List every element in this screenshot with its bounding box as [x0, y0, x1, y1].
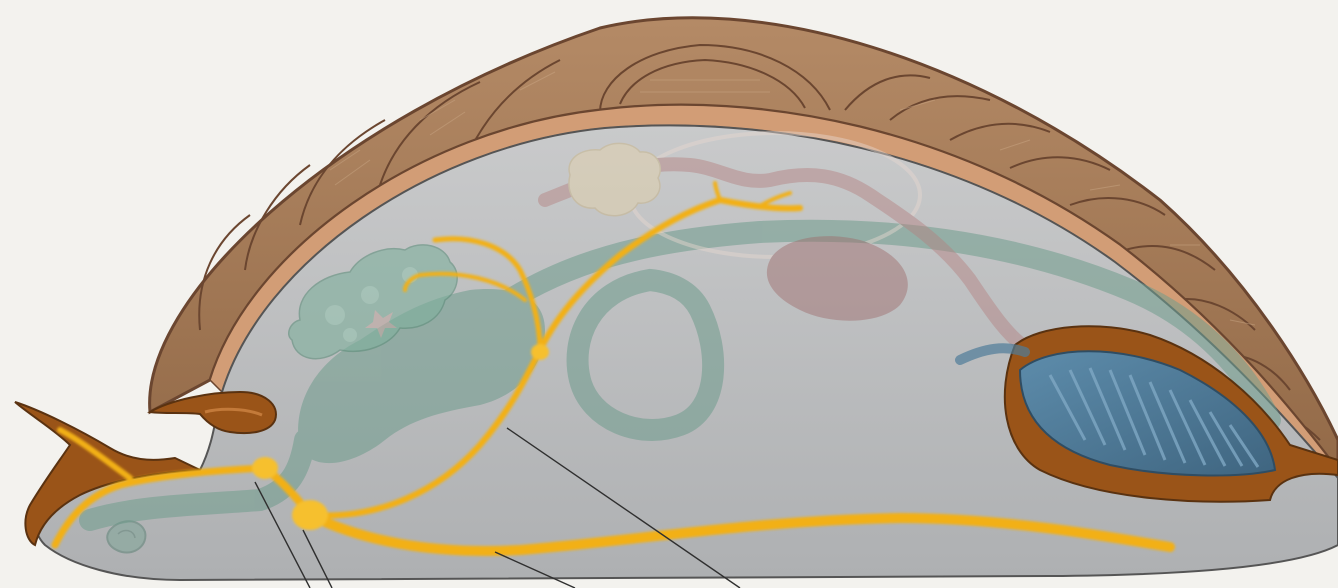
- pedal-ganglion: [292, 500, 328, 530]
- visceral-ganglion: [531, 344, 549, 360]
- radula: [107, 521, 145, 552]
- cerebral-ganglion: [252, 457, 278, 479]
